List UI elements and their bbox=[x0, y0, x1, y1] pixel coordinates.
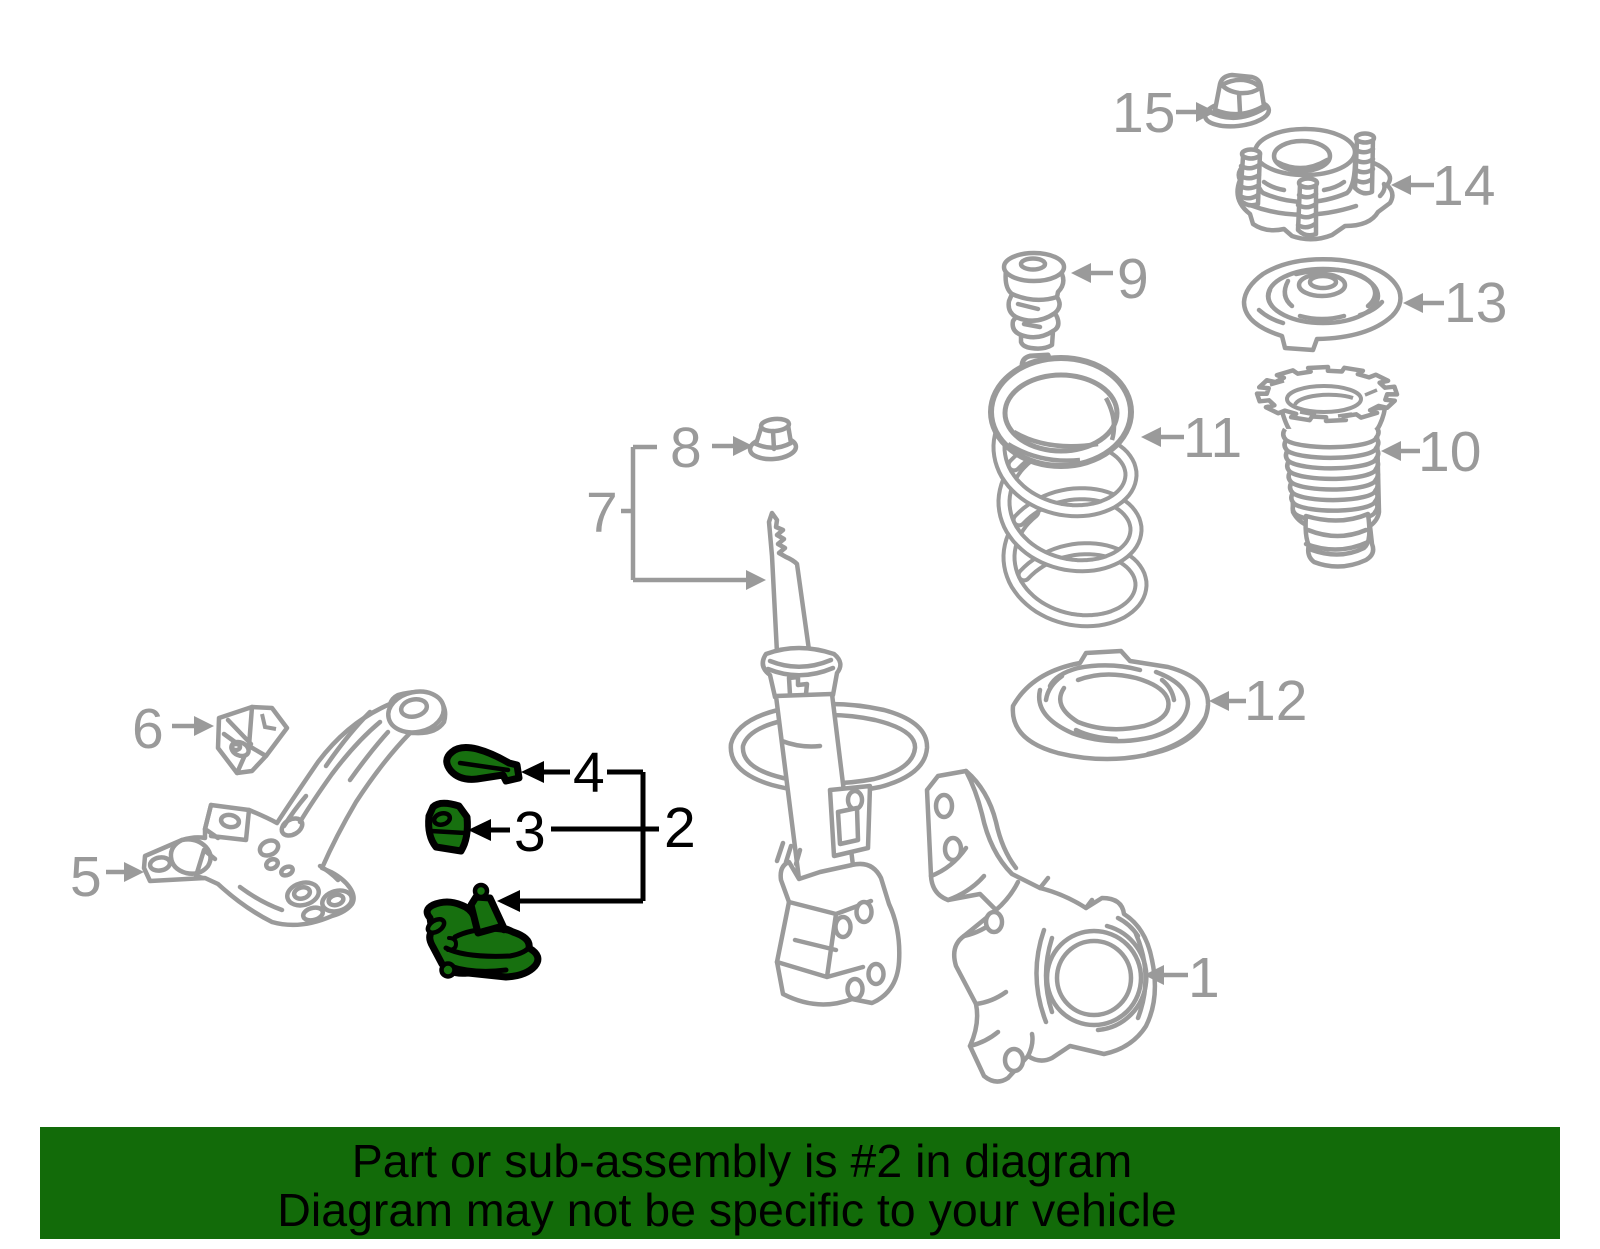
svg-text:9: 9 bbox=[1117, 247, 1149, 311]
svg-text:2: 2 bbox=[664, 796, 696, 860]
svg-text:Part or sub-assembly is #2 in: Part or sub-assembly is #2 in diagram bbox=[352, 1135, 1133, 1187]
svg-text:1: 1 bbox=[1188, 946, 1220, 1010]
svg-text:7: 7 bbox=[586, 481, 618, 545]
svg-text:5: 5 bbox=[70, 845, 102, 909]
svg-text:3: 3 bbox=[514, 800, 546, 864]
svg-text:4: 4 bbox=[573, 741, 605, 805]
svg-text:14: 14 bbox=[1432, 154, 1495, 218]
svg-text:11: 11 bbox=[1183, 406, 1242, 470]
svg-text:6: 6 bbox=[132, 697, 164, 761]
svg-text:15: 15 bbox=[1112, 81, 1175, 145]
svg-text:Diagram may not be specific to: Diagram may not be specific to your vehi… bbox=[277, 1184, 1176, 1236]
svg-text:10: 10 bbox=[1418, 420, 1481, 484]
svg-text:8: 8 bbox=[670, 416, 702, 480]
svg-text:12: 12 bbox=[1244, 669, 1307, 733]
svg-text:13: 13 bbox=[1444, 271, 1507, 335]
